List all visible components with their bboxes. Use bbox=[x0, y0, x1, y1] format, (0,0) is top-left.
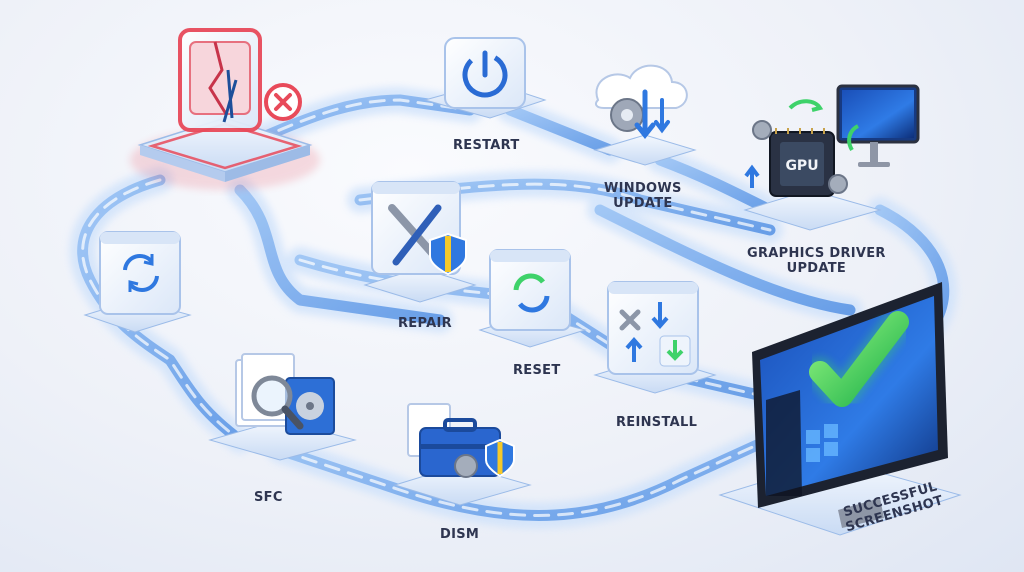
cloud-gear-download-icon bbox=[595, 64, 688, 140]
label-repair: REPAIR bbox=[398, 316, 452, 331]
label-reinstall: REINSTALL bbox=[616, 415, 698, 430]
reset-node bbox=[478, 249, 587, 348]
broken-window-icon bbox=[178, 28, 302, 132]
label-sfc: SFC bbox=[254, 490, 283, 505]
reinstall-node bbox=[593, 281, 717, 394]
dism-node bbox=[393, 403, 532, 506]
graphics-driver-node: GPU bbox=[743, 84, 920, 231]
magnifier-disk-icon bbox=[235, 353, 335, 435]
gpu-chip-label: GPU bbox=[785, 158, 818, 174]
label-windows-update: WINDOWS UPDATE bbox=[604, 181, 682, 211]
label-dism: DISM bbox=[440, 527, 480, 542]
repair-node bbox=[363, 181, 477, 303]
sfc-node bbox=[208, 353, 357, 461]
start-node bbox=[130, 28, 320, 190]
refresh-node bbox=[83, 231, 192, 333]
power-restart-icon bbox=[444, 37, 526, 109]
label-graphics-driver-update: GRAPHICS DRIVER UPDATE bbox=[747, 246, 886, 276]
success-node bbox=[718, 282, 962, 536]
windows-update-node bbox=[593, 64, 697, 166]
reset-arrows-icon bbox=[489, 249, 571, 331]
label-reset: RESET bbox=[513, 363, 561, 378]
wrench-screwdriver-shield-icon bbox=[371, 181, 467, 276]
refresh-arrows-icon bbox=[99, 231, 181, 315]
checkmark-monitor-icon bbox=[752, 282, 948, 528]
label-windows-update-line2: UPDATE bbox=[613, 196, 673, 211]
label-graphics-driver-line2: UPDATE bbox=[786, 261, 847, 276]
gpu-chip-icon: GPU bbox=[744, 84, 920, 197]
label-restart: RESTART bbox=[453, 138, 520, 153]
label-graphics-driver-line1: GRAPHICS DRIVER bbox=[747, 246, 886, 261]
restart-node bbox=[423, 37, 547, 119]
label-windows-update-line1: WINDOWS bbox=[604, 181, 682, 196]
reinstall-arrows-icon bbox=[607, 281, 699, 375]
toolbox-gear-shield-icon bbox=[407, 403, 515, 478]
